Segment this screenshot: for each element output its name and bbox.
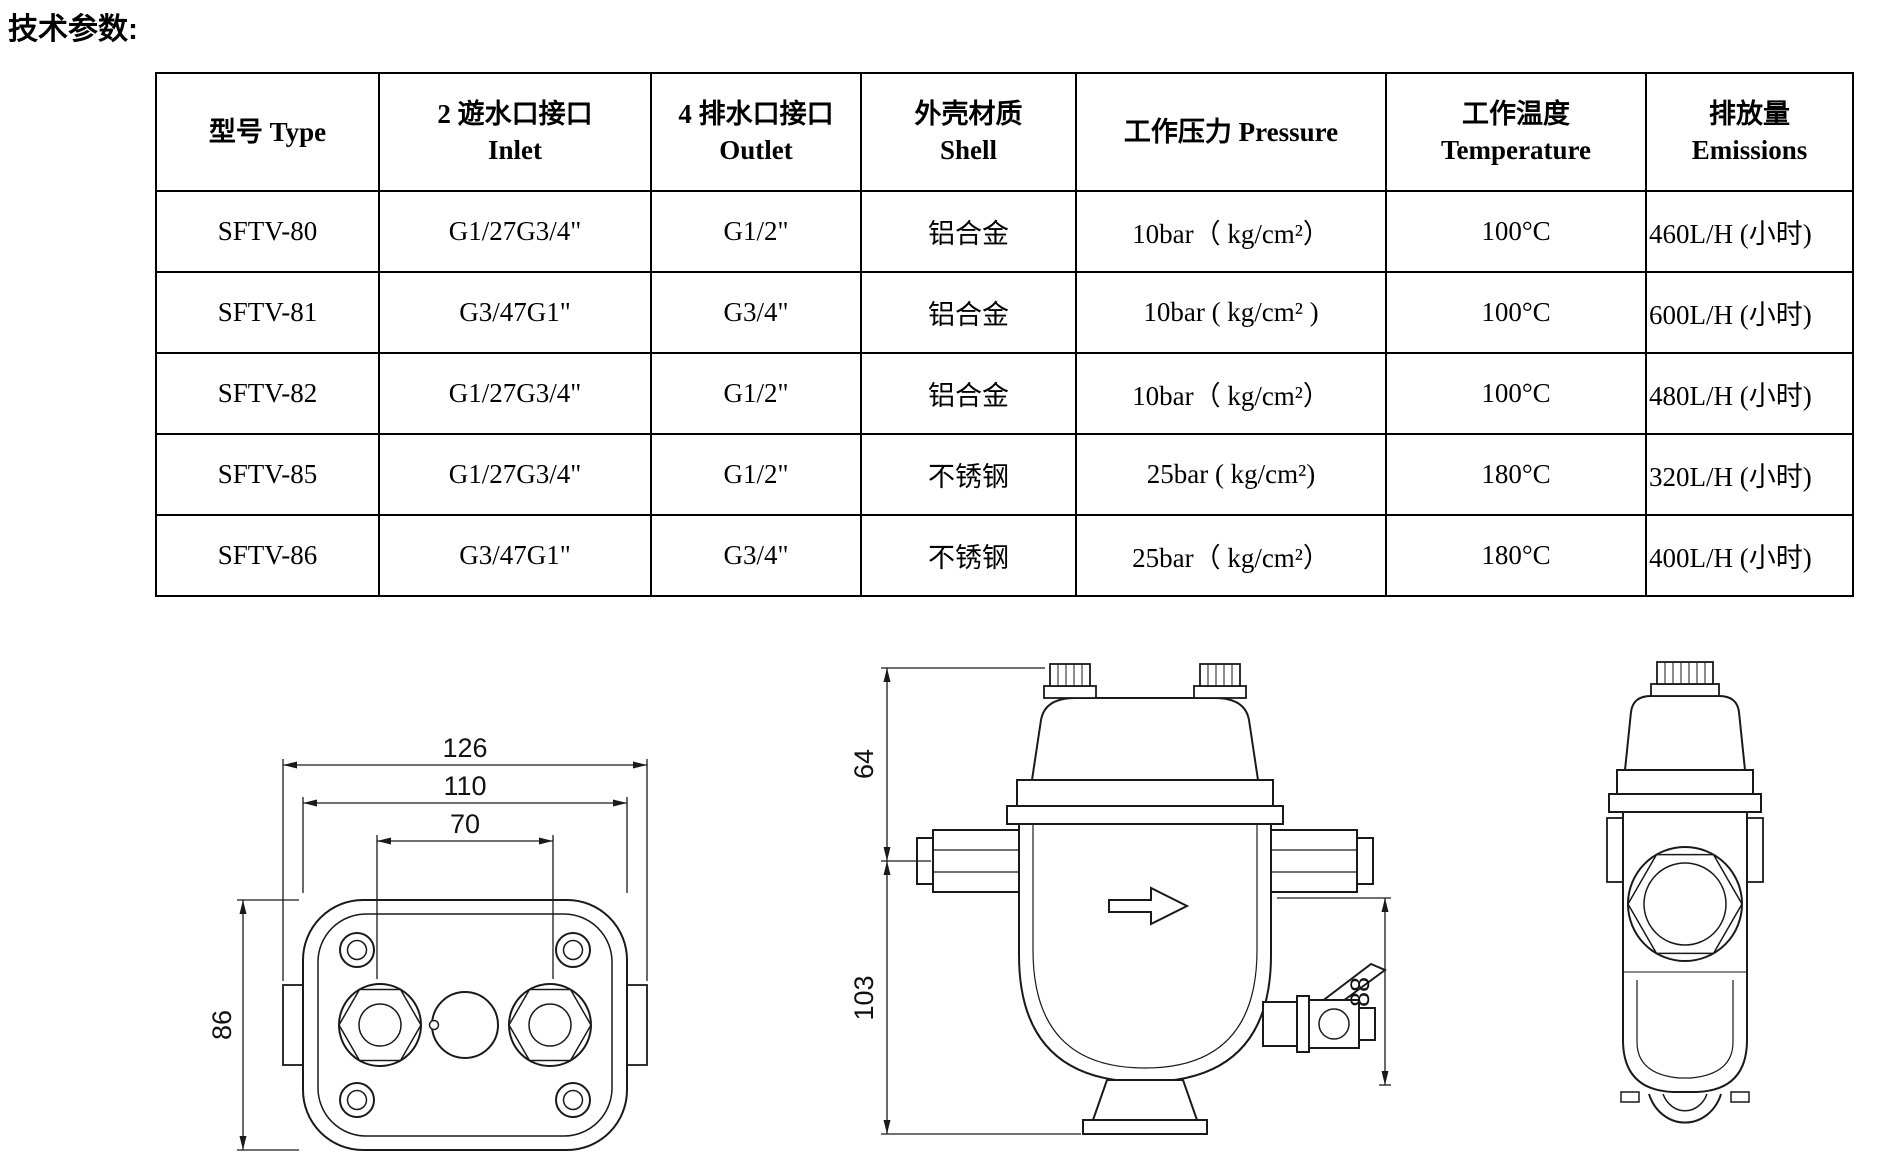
cell-temperature: 100°C (1385, 352, 1647, 435)
col-header-temperature: 工作温度 Temperature (1385, 72, 1647, 192)
cell-emissions: 460L/H (小时) (1645, 190, 1854, 273)
cell-inlet: G1/27G3/4" (378, 433, 652, 516)
cell-shell: 铝合金 (860, 190, 1077, 273)
page-title: 技术参数: (8, 13, 138, 46)
cell-temperature: 180°C (1385, 433, 1647, 516)
cell-outlet: G1/2" (650, 433, 862, 516)
table-row: SFTV-82 G1/27G3/4" G1/2" 铝合金 10bar（ kg/c… (155, 352, 1854, 435)
dim-label-top-section: 64 (849, 749, 879, 779)
col-header-inlet: 2 遊水口接口 Inlet (378, 72, 652, 192)
cell-pressure: 10bar（ kg/cm²） (1075, 352, 1387, 435)
front-view-body (1606, 661, 1764, 1124)
cell-emissions: 400L/H (小时) (1645, 514, 1854, 597)
cell-emissions: 480L/H (小时) (1645, 352, 1854, 435)
cell-temperature: 100°C (1385, 271, 1647, 354)
col-header-shell: 外壳材质 Shell (860, 72, 1077, 192)
cell-type: SFTV-80 (155, 190, 380, 273)
col-header-type: 型号 Type (155, 72, 380, 192)
cell-pressure: 10bar ( kg/cm² ) (1075, 271, 1387, 354)
cell-type: SFTV-86 (155, 514, 380, 597)
dim-label-lower-section: 103 (849, 975, 879, 1020)
front-view-drawing (1606, 661, 1764, 1124)
table-row: SFTV-80 G1/27G3/4" G1/2" 铝合金 10bar（ kg/c… (155, 190, 1854, 273)
side-view-dimensions: 64 103 88 (849, 667, 1391, 1135)
cell-type: SFTV-85 (155, 433, 380, 516)
flow-arrow-icon (1108, 886, 1190, 926)
table-row: SFTV-85 G1/27G3/4" G1/2" 不锈钢 25bar ( kg/… (155, 433, 1854, 516)
dim-label-overall-width: 126 (442, 735, 487, 763)
table-row: SFTV-86 G3/47G1" G3/4" 不锈钢 25bar（ kg/cm²… (155, 514, 1854, 597)
col-header-outlet: 4 排水口接口 Outlet (650, 72, 862, 192)
cell-inlet: G1/27G3/4" (378, 352, 652, 435)
side-view-drawing: 64 103 88 (849, 663, 1391, 1135)
cell-inlet: G3/47G1" (378, 271, 652, 354)
cell-outlet: G1/2" (650, 190, 862, 273)
cell-emissions: 600L/H (小时) (1645, 271, 1854, 354)
cell-shell: 铝合金 (860, 352, 1077, 435)
col-header-pressure: 工作压力 Pressure (1075, 72, 1387, 192)
cell-shell: 不锈钢 (860, 514, 1077, 597)
dim-label-port-spacing: 70 (450, 809, 480, 839)
cell-temperature: 180°C (1385, 514, 1647, 597)
cell-shell: 铝合金 (860, 271, 1077, 354)
cell-pressure: 10bar（ kg/cm²） (1075, 190, 1387, 273)
top-view-body (282, 899, 648, 1151)
dim-label-body-height: 86 (207, 1010, 237, 1040)
side-view-body (916, 663, 1387, 1135)
spec-table: 型号 Type 2 遊水口接口 Inlet 4 排水口接口 Outlet 外壳材… (155, 72, 1854, 597)
table-header-row: 型号 Type 2 遊水口接口 Inlet 4 排水口接口 Outlet 外壳材… (155, 72, 1854, 192)
cell-pressure: 25bar（ kg/cm²） (1075, 514, 1387, 597)
dim-label-outlet-drop: 88 (1345, 977, 1375, 1007)
cell-pressure: 25bar ( kg/cm²) (1075, 433, 1387, 516)
top-view-drawing: 126 110 70 86 (207, 735, 648, 1151)
cell-inlet: G1/27G3/4" (378, 190, 652, 273)
top-view-dimensions: 126 110 70 86 (207, 735, 648, 1151)
cell-temperature: 100°C (1385, 190, 1647, 273)
cell-outlet: G1/2" (650, 352, 862, 435)
cell-emissions: 320L/H (小时) (1645, 433, 1854, 516)
cell-type: SFTV-81 (155, 271, 380, 354)
col-header-emissions: 排放量 Emissions (1645, 72, 1854, 192)
cell-type: SFTV-82 (155, 352, 380, 435)
cell-outlet: G3/4" (650, 271, 862, 354)
cell-inlet: G3/47G1" (378, 514, 652, 597)
cell-shell: 不锈钢 (860, 433, 1077, 516)
table-row: SFTV-81 G3/47G1" G3/4" 铝合金 10bar ( kg/cm… (155, 271, 1854, 354)
cell-outlet: G3/4" (650, 514, 862, 597)
dim-label-body-width: 110 (443, 771, 486, 801)
